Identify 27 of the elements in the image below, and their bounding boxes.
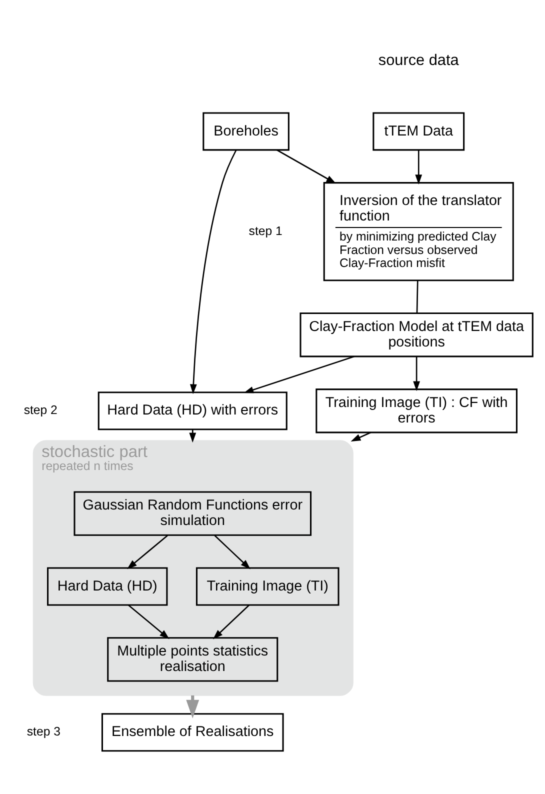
arrow: [415, 150, 422, 184]
node-box: Multiple points statistics realisation: [107, 637, 278, 682]
node-box: Hard Data (HD) with errors: [98, 392, 288, 430]
node-box: tTEM Data: [372, 112, 465, 151]
node-box: Gaussian Random Functions error simulation: [74, 491, 312, 536]
arrow: [214, 535, 250, 570]
node-label: step 3: [26, 724, 60, 739]
node-box: Clay-Fraction Model at tTEM data positions: [300, 312, 534, 358]
node-box: Inversion of the translator function by minimizing predicted Clay Fraction versus observed Clay-Fraction misfit: [323, 182, 514, 282]
arrow: [189, 429, 196, 443]
arrow: [212, 604, 250, 640]
arrow: [244, 356, 354, 394]
arrow: [350, 432, 371, 442]
arrow: [190, 150, 237, 394]
node-box: Boreholes: [202, 112, 290, 151]
arrow: [128, 604, 170, 640]
arrow: [413, 356, 420, 392]
node-box: Training Image (TI): [196, 567, 340, 606]
node-box: Hard Data (HD): [47, 567, 168, 606]
connector: [416, 280, 418, 314]
node-box: Training Image (TI) : CF with errors: [316, 388, 518, 434]
arrow: [127, 535, 168, 570]
arrow: [276, 149, 336, 184]
node-box: Ensemble of Realisations: [101, 713, 284, 752]
label: source data: [378, 52, 459, 70]
node-label: step 2: [24, 403, 58, 418]
node-label: step 1: [248, 224, 282, 238]
